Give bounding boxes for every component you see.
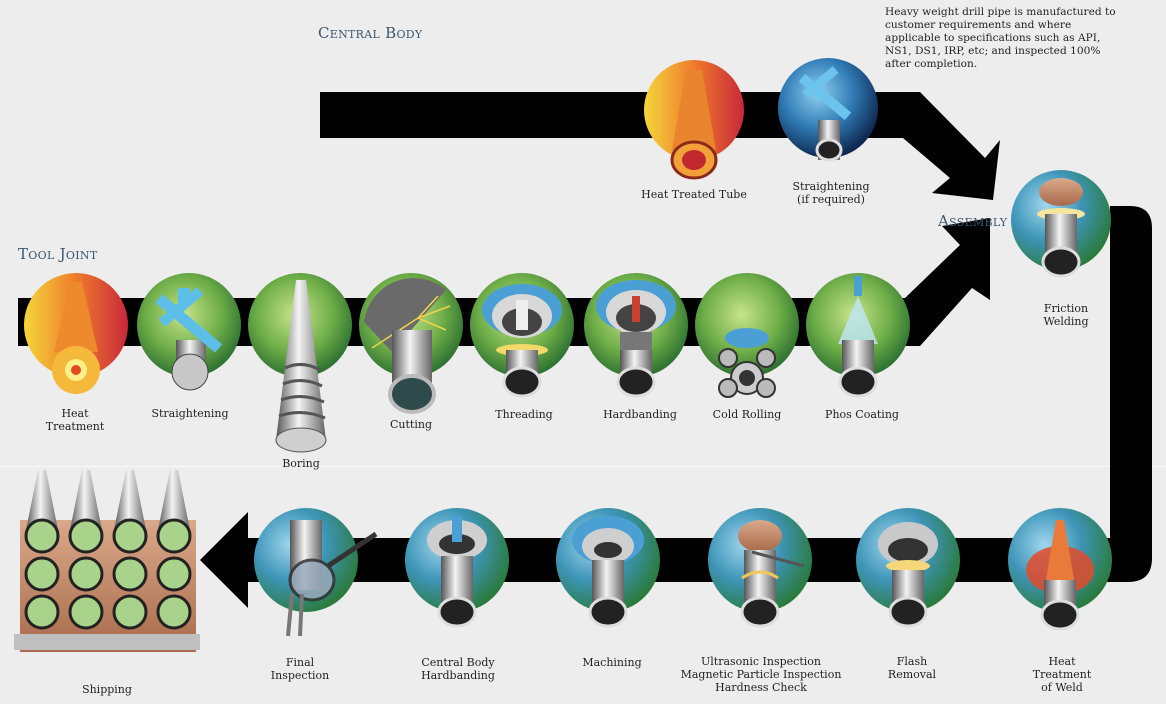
step-label: Heat Treatment of Weld	[1032, 655, 1092, 694]
straightening-icon	[137, 273, 241, 391]
step-label: Machining	[582, 656, 642, 669]
shipping-label: Shipping	[82, 683, 132, 696]
heat-treatment-icon	[24, 273, 128, 394]
step-label: Cold Rolling	[712, 408, 782, 421]
manufacturing-note: Heavy weight drill pipe is manufactured …	[885, 6, 1116, 70]
step-label: Phos Coating	[825, 408, 899, 421]
phos-coating-icon	[806, 273, 910, 398]
step-label: Central Body Hardbanding	[421, 656, 495, 682]
inspection-icon	[708, 508, 812, 628]
step-label: Friction Welding	[1043, 302, 1089, 328]
cold-rolling-icon	[695, 273, 799, 398]
central-body-heading: Central Body	[318, 24, 423, 42]
step-label: Hardbanding	[603, 408, 677, 421]
heat-treated-tube-icon	[644, 60, 744, 180]
cutting-icon	[359, 273, 463, 414]
step-label: Boring	[282, 457, 320, 470]
step-label: Threading	[495, 408, 553, 421]
friction-welding-icon	[1011, 170, 1111, 278]
flash-removal-icon	[856, 508, 960, 628]
pipe-bundle-icon	[14, 470, 200, 652]
step-label: Heat Treated Tube	[641, 188, 747, 201]
hardbanding-icon	[584, 273, 688, 398]
central-body-hardbanding-icon	[405, 508, 509, 628]
assembly-heading: Assembly	[938, 212, 1008, 230]
step-label: Flash Removal	[887, 655, 937, 681]
magnifier-icon	[254, 508, 378, 637]
straightening-icon	[778, 58, 878, 162]
step-label: Ultrasonic Inspection Magnetic Particle …	[680, 655, 842, 694]
section-divider	[0, 466, 1166, 467]
step-label: Final Inspection	[270, 656, 330, 682]
machining-icon	[556, 508, 660, 628]
step-label: Heat Treatment	[45, 407, 105, 433]
tool-joint-heading: Tool Joint	[18, 245, 98, 263]
weld-heat-treatment-icon	[1008, 508, 1112, 631]
threading-icon	[470, 273, 574, 398]
step-label: Cutting	[390, 418, 432, 431]
boring-icon	[248, 273, 352, 453]
step-label: Straightening	[151, 407, 229, 420]
step-label: Straightening (if required)	[792, 180, 870, 206]
